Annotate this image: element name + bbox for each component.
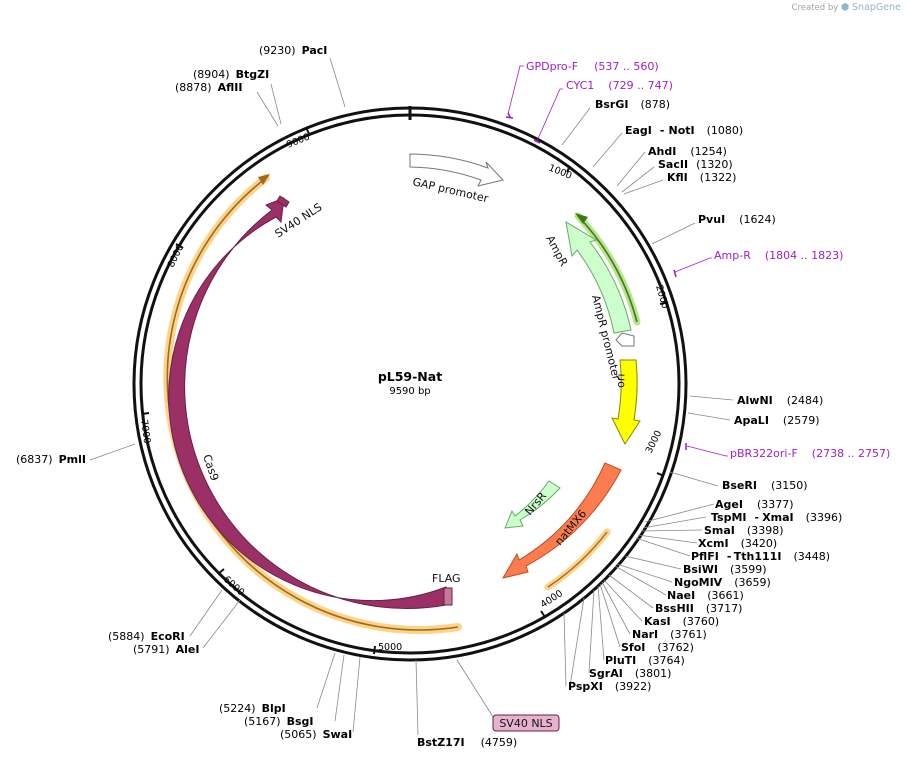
enzyme-alwni: AlwNI(2484) — [737, 394, 823, 407]
brand-product: SnapGene — [852, 2, 901, 13]
sv40-nls-box-label: SV40 NLS — [499, 717, 552, 730]
enzyme-bsiwi: BsiWI(3599) — [683, 563, 767, 576]
ampr-orf-arrowhead — [575, 213, 588, 224]
primer-cyc1-mark — [533, 139, 541, 144]
enzyme-paci: (9230)PacI — [259, 44, 327, 57]
enzyme-eagi-noti: EagI-NotI(1080) — [625, 124, 743, 137]
enzyme-kasi: KasI(3760) — [644, 615, 719, 628]
plasmid-size: 9590 bp — [389, 386, 430, 397]
enzyme-bseri: BseRI(3150) — [722, 479, 808, 492]
nrsr-arrow — [504, 480, 561, 529]
gap-promoter-arrow — [409, 153, 504, 187]
enzyme-alei: (5791)AleI — [133, 643, 199, 656]
ori-label: ori — [614, 373, 627, 388]
enzyme-bsrgi: BsrGI(878) — [595, 98, 670, 111]
enzyme-ecori: (5884)EcoRI — [108, 630, 185, 643]
snapgene-logo-icon: ⬢ — [841, 2, 850, 13]
plasmid-backbone — [132, 106, 688, 662]
tick-label-3000: 3000 — [644, 429, 664, 456]
enzyme-agei: AgeI(3377) — [715, 498, 794, 511]
enzyme-sfoi: SfoI(3762) — [621, 641, 694, 654]
enzyme-apali: ApaLI(2579) — [734, 414, 820, 427]
enzyme-xcmi: XcmI(3420) — [698, 537, 777, 550]
primer-amp-r-mark — [673, 269, 677, 278]
enzyme-tspmi-xmai: TspMI-XmaI(3396) — [711, 511, 842, 524]
primers: GPDpro-F(537 .. 560) CYC1(729 .. 747) Am… — [505, 60, 890, 460]
ampr-label: AmpR — [543, 233, 570, 268]
enzyme-aflii: (8878)AflII — [175, 81, 242, 94]
flag-feature — [443, 587, 453, 606]
enzyme-pmli: (6837)PmlI — [16, 453, 86, 466]
enzyme-pluti: PluTI(3764) — [605, 654, 685, 667]
enzyme-pvui: PvuI(1624) — [698, 213, 776, 226]
enzyme-ngomiv: NgoMIV(3659) — [674, 576, 771, 589]
enzyme-pspxi: PspXI(3922) — [568, 680, 651, 693]
enzyme-labels: (9230)PacI (8904)BtgZI (8878)AflII BsrGI… — [16, 44, 842, 749]
gap-promoter-label: GAP promoter — [411, 175, 490, 205]
enzyme-btgzi: (8904)BtgZI — [193, 68, 269, 81]
primer-pbr322ori-f-label: pBR322ori-F(2738 .. 2757) — [730, 447, 890, 460]
enzyme-sgrai: SgrAI(3801) — [589, 667, 671, 680]
primer-amp-r-label: Amp-R(1804 .. 1823) — [714, 249, 843, 262]
plasmid-name: pL59-Nat — [378, 369, 442, 384]
enzyme-pflfi-tth111i: PflFI-Tth111I(3448) — [691, 550, 830, 563]
enzyme-ahdi: AhdI(1254) — [648, 145, 727, 158]
natmx6-label: natMX6 — [552, 507, 589, 548]
enzyme-kfli: KflI(1322) — [667, 171, 736, 184]
primer-gpdpro-f-label: GPDpro-F(537 .. 560) — [526, 60, 659, 73]
enzyme-smai: SmaI(3398) — [704, 524, 783, 537]
tick-marks — [141, 126, 669, 655]
tick-label-1000: 1000 — [547, 163, 574, 182]
cas9-orf-arrowhead — [258, 174, 270, 185]
tick-label-7000: 7000 — [138, 419, 152, 444]
flag-label: FLAG — [432, 572, 461, 585]
enzyme-bstz17i: BstZ17I(4759) — [417, 736, 517, 749]
enzyme-swai: (5065)SwaI — [280, 728, 352, 741]
primer-cyc1-label: CYC1(729 .. 747) — [566, 79, 673, 92]
tick-label-5000: 5000 — [378, 642, 402, 653]
enzyme-naei: NaeI(3661) — [667, 589, 744, 602]
snapgene-brand: Created by ⬢ SnapGene — [792, 2, 901, 13]
enzyme-blpi: (5224)BlpI — [219, 702, 286, 715]
enzyme-nari: NarI(3761) — [632, 628, 707, 641]
enzyme-bsshii: BssHII(3717) — [655, 602, 742, 615]
sv40-nls-top-feature — [276, 195, 290, 208]
sv40-nls-box[interactable]: SV40 NLS — [492, 714, 560, 732]
enzyme-leader-lines — [89, 57, 734, 736]
primer-gpdpro-f-mark — [505, 112, 514, 119]
ori-arrow — [611, 359, 641, 446]
cas9-orf-arc — [163, 174, 462, 634]
cas9-arrow — [168, 197, 447, 610]
enzyme-bsgi: (5167)BsgI — [244, 715, 313, 728]
ampr-arrow — [565, 221, 632, 334]
enzyme-sacii: SacII(1320) — [658, 158, 733, 171]
natmx6-arrow — [501, 462, 622, 579]
ampr-promoter-arrow — [615, 332, 635, 347]
brand-created-by: Created by — [791, 3, 839, 13]
